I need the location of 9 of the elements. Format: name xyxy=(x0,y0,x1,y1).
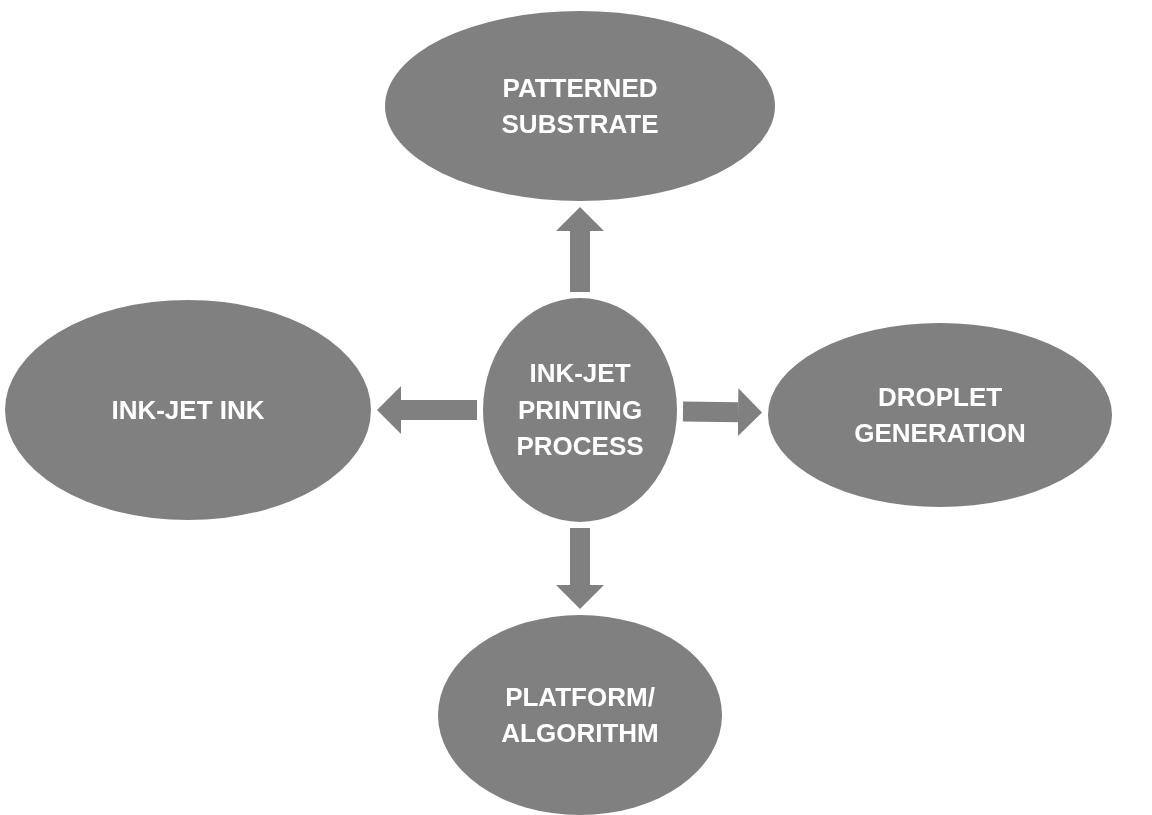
node-label: INK-JET INK xyxy=(110,393,266,427)
block-arrow xyxy=(377,386,477,434)
node-label: PLATFORM/ ALGORITHM xyxy=(500,680,660,750)
node-label: DROPLET GENERATION xyxy=(853,380,1027,450)
node-label: PATTERNED SUBSTRATE xyxy=(500,71,660,141)
node-label: INK-JET PRINTING PROCESS xyxy=(515,357,645,464)
block-arrow xyxy=(556,207,604,292)
block-arrow xyxy=(556,528,604,609)
block-arrow xyxy=(682,388,763,437)
